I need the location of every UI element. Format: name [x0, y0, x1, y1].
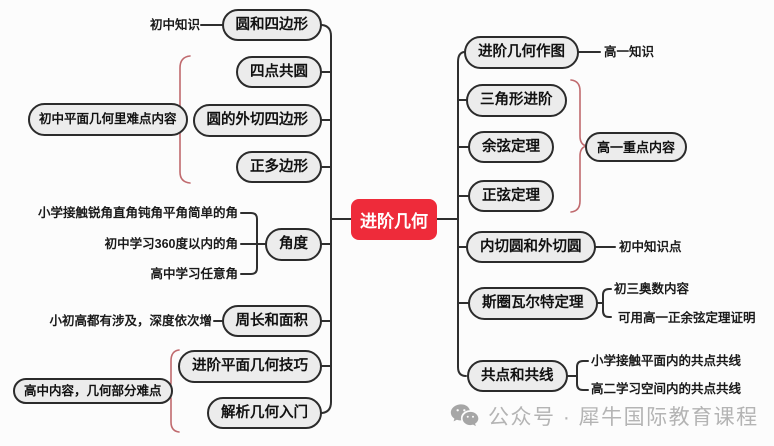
node-concyclic-points: 四点共圆: [236, 56, 322, 88]
node-regular-polygon: 正多边形: [236, 151, 322, 183]
node-perimeter-and-area: 周长和面积: [221, 305, 322, 337]
node-concurrent-and-collinear: 共点和共线: [467, 360, 568, 392]
center-node-advanced-geometry: 进阶几何: [351, 199, 437, 240]
annotation-primary-plane-concurrency: 小学接触平面内的共点共线: [591, 354, 742, 368]
node-triangle-advanced: 三角形进阶: [466, 84, 567, 117]
node-advanced-plane-geometry-skills: 进阶平面几何技巧: [178, 350, 322, 383]
node-law-of-sines: 正弦定理: [468, 180, 554, 212]
node-analytic-geometry-intro: 解析几何入门: [207, 397, 322, 429]
wechat-icon: [450, 403, 480, 429]
annotation-all-levels-depth: 小初高都有涉及，深度依次增: [49, 314, 212, 328]
node-incircle-and-circumcircle: 内切圆和外切圆: [466, 231, 596, 263]
node-advanced-geometry-constructions: 进阶几何作图: [464, 36, 579, 69]
annotation-middle-school-knowledge-point: 初中知识点: [619, 240, 682, 254]
label-grade10-key-content: 高一重点内容: [585, 132, 688, 162]
node-law-of-cosines: 余弦定理: [468, 131, 554, 163]
node-circumscribed-quadrilateral: 圆的外切四边形: [192, 104, 322, 137]
annotation-grade11-space-concurrency: 高二学习空间内的共点共线: [591, 382, 742, 396]
watermark-text: 公众号 · 犀牛国际教育课程: [488, 406, 759, 429]
annotation-primary-school-angles: 小学接触锐角直角钝角平角简单的角: [37, 206, 238, 220]
node-angles: 角度: [265, 228, 322, 261]
annotation-middle-school-angles-360: 初中学习360度以内的角: [104, 237, 238, 251]
watermark: 公众号 · 犀牛国际教育课程: [450, 401, 759, 431]
node-stewart-theorem: 斯圈瓦尔特定理: [468, 287, 598, 320]
annotation-provable-by-sine-cosine-laws: 可用高一正余弦定理证明: [618, 311, 756, 325]
label-middle-school-difficult-content: 初中平面几何里难点内容: [28, 103, 188, 136]
annotation-grade10-knowledge: 高一知识: [604, 45, 655, 59]
annotation-middle-school-knowledge: 初中知识: [149, 18, 200, 32]
node-circles-and-quadrilaterals: 圆和四边形: [221, 9, 322, 41]
label-high-school-difficult-content: 高中内容，几何部分难点: [13, 378, 173, 404]
annotation-high-school-any-angle: 高中学习任意角: [150, 267, 238, 281]
annotation-grade9-olympiad-content: 初三奥数内容: [614, 282, 690, 296]
